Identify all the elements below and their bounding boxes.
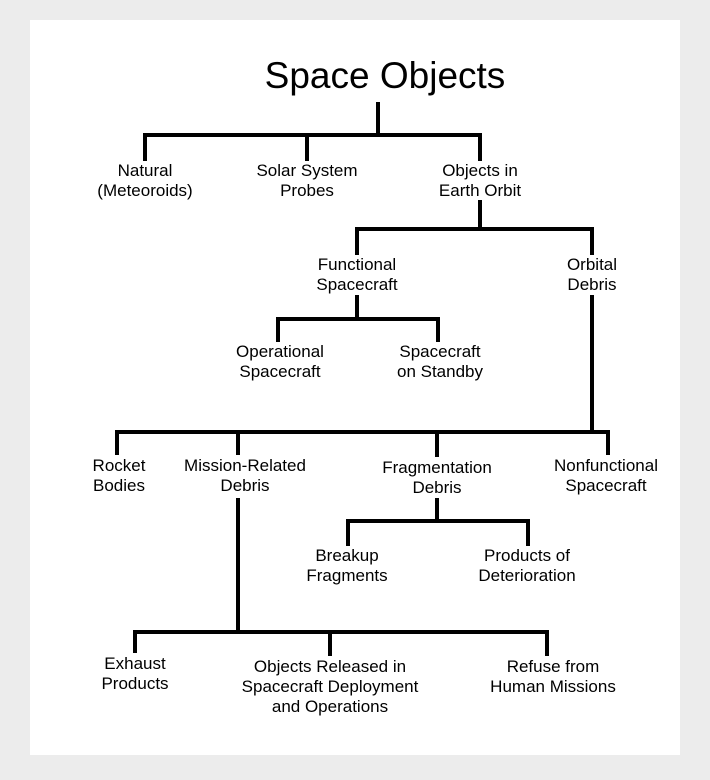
node-operational-spacecraft: Operational Spacecraft bbox=[236, 342, 324, 382]
node-mission-related-debris: Mission-Related Debris bbox=[184, 456, 306, 496]
node-label-line: Spacecraft bbox=[239, 362, 321, 381]
node-label-line: Functional bbox=[317, 255, 397, 274]
node-fragmentation-debris: Fragmentation Debris bbox=[382, 458, 492, 498]
diagram-title: Space Objects bbox=[264, 55, 506, 96]
node-label-line: Deterioration bbox=[478, 566, 576, 585]
node-label-line: Earth Orbit bbox=[438, 181, 522, 200]
node-label-line: Mission-Related bbox=[184, 456, 306, 475]
node-nonfunctional-spacecraft: Nonfunctional Spacecraft bbox=[554, 456, 658, 496]
node-exhaust-products: Exhaust Products bbox=[101, 654, 168, 694]
node-label-line: Solar System bbox=[256, 161, 358, 180]
node-rocket-bodies: Rocket Bodies bbox=[93, 456, 146, 496]
node-refuse-from-human-missions: Refuse from Human Missions bbox=[490, 657, 616, 697]
node-label-line: Exhaust bbox=[104, 654, 166, 673]
node-products-of-deterioration: Products of Deterioration bbox=[478, 546, 575, 586]
node-label-line: Spacecraft bbox=[316, 275, 398, 294]
node-label-line: Operational bbox=[236, 342, 324, 361]
node-objects-released: Objects Released in Spacecraft Deploymen… bbox=[242, 657, 419, 717]
node-label-line: Human Missions bbox=[490, 677, 616, 696]
node-label-line: Breakup bbox=[315, 546, 379, 565]
node-label-line: Objects in bbox=[442, 161, 518, 180]
node-functional-spacecraft: Functional Spacecraft bbox=[316, 255, 397, 295]
node-label-line: Spacecraft Deployment bbox=[241, 677, 419, 696]
node-label-line: (Meteoroids) bbox=[97, 181, 193, 200]
node-label-line: Debris bbox=[567, 275, 617, 294]
node-label-line: Debris bbox=[220, 476, 270, 495]
node-label-line: Objects Released in bbox=[253, 657, 407, 676]
node-label-line: Products of bbox=[483, 546, 570, 565]
node-solar-system-probes: Solar System Probes bbox=[256, 161, 357, 201]
node-label-line: Orbital bbox=[566, 255, 618, 274]
node-spacecraft-on-standby: Spacecraft on Standby bbox=[397, 342, 483, 382]
node-label-line: Probes bbox=[280, 181, 334, 200]
node-label-line: Fragments bbox=[306, 566, 388, 585]
node-label-line: Spacecraft bbox=[399, 342, 481, 361]
node-label-line: Refuse from bbox=[506, 657, 600, 676]
node-label-line: Products bbox=[101, 674, 169, 693]
node-orbital-debris: Orbital Debris bbox=[567, 255, 617, 295]
node-natural: Natural (Meteoroids) bbox=[97, 161, 192, 201]
node-label-line: Bodies bbox=[93, 476, 145, 495]
node-label-line: Spacecraft bbox=[565, 476, 647, 495]
node-label-line: on Standby bbox=[396, 362, 484, 381]
node-objects-in-earth-orbit: Objects in Earth Orbit bbox=[439, 161, 521, 201]
node-label-line: Debris bbox=[412, 478, 462, 497]
node-label-line: Rocket bbox=[92, 456, 146, 475]
node-label-line: Natural bbox=[117, 161, 173, 180]
node-label-line: and Operations bbox=[271, 697, 389, 716]
node-label-line: Fragmentation bbox=[382, 458, 492, 477]
node-label-line: Nonfunctional bbox=[554, 456, 658, 475]
node-breakup-fragments: Breakup Fragments bbox=[306, 546, 387, 586]
